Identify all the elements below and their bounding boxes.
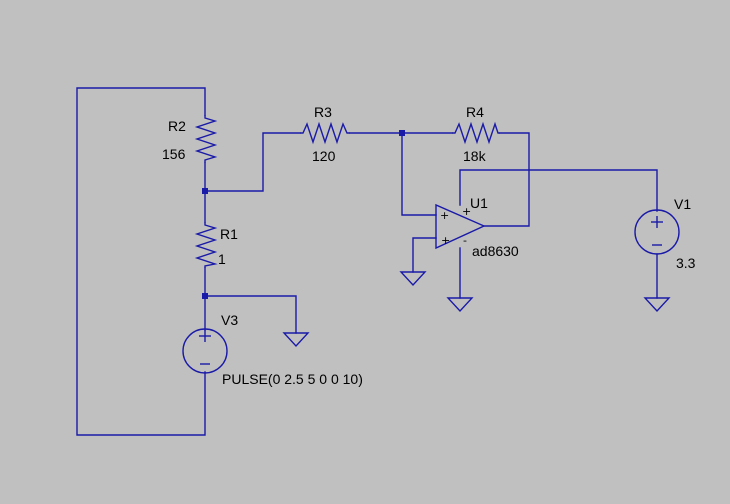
ground-icon bbox=[399, 271, 427, 287]
resistor-icon bbox=[194, 222, 218, 268]
opamp-input-plus-pin: + bbox=[440, 209, 449, 222]
junction-dot bbox=[399, 130, 405, 136]
wires bbox=[76, 87, 658, 436]
r2-value: 156 bbox=[162, 146, 186, 162]
wire-node-plusin bbox=[401, 132, 437, 216]
opamp-minus-pin: - bbox=[463, 234, 467, 247]
opamp-plus-pin: + bbox=[462, 205, 471, 218]
opamp-icon bbox=[435, 203, 486, 250]
u1-name: U1 bbox=[470, 195, 488, 211]
r3-value: 120 bbox=[312, 148, 336, 164]
wire-v3-gnd bbox=[204, 295, 297, 334]
r1-name: R1 bbox=[220, 226, 238, 242]
r1-value: 1 bbox=[218, 251, 226, 267]
opamp-u1[interactable]: + + + - U1 ad8630 bbox=[435, 195, 519, 259]
v1-value: 3.3 bbox=[676, 255, 696, 271]
v3-value: PULSE(0 2.5 5 0 0 10) bbox=[222, 371, 363, 387]
ground-icon bbox=[446, 297, 474, 313]
r3-name: R3 bbox=[314, 104, 332, 120]
junctions bbox=[202, 130, 405, 299]
r4-name: R4 bbox=[466, 104, 484, 120]
wire-r4-out bbox=[483, 132, 530, 227]
voltage-source-icon bbox=[634, 209, 680, 255]
r2-name: R2 bbox=[168, 118, 186, 134]
resistor-r3[interactable]: R3 120 bbox=[300, 104, 350, 164]
voltage-source-icon bbox=[182, 328, 228, 374]
v1-name: V1 bbox=[674, 196, 691, 212]
grounds bbox=[282, 271, 671, 348]
wire-minusin-gnd bbox=[412, 237, 437, 273]
opamp-input-plus-pin-lower: + bbox=[441, 234, 450, 247]
resistor-icon bbox=[452, 121, 500, 145]
resistor-r4[interactable]: R4 18k bbox=[452, 104, 500, 164]
ground-icon bbox=[282, 332, 310, 348]
resistor-icon bbox=[194, 115, 218, 163]
v3-name: V3 bbox=[221, 312, 238, 328]
u1-value: ad8630 bbox=[472, 243, 519, 259]
voltage-source-v1[interactable]: V1 3.3 bbox=[634, 196, 696, 271]
wire-loop bbox=[76, 87, 206, 436]
voltage-source-v3[interactable]: V3 PULSE(0 2.5 5 0 0 10) bbox=[182, 312, 363, 387]
resistor-r1[interactable]: R1 1 bbox=[194, 222, 238, 268]
junction-dot bbox=[202, 293, 208, 299]
junction-dot bbox=[202, 188, 208, 194]
wire-node-r3 bbox=[204, 132, 301, 192]
ground-icon bbox=[643, 297, 671, 313]
wire-supply-v1 bbox=[459, 169, 658, 212]
resistor-r2[interactable]: R2 156 bbox=[162, 115, 218, 163]
r4-value: 18k bbox=[463, 148, 487, 164]
resistor-icon bbox=[300, 121, 350, 145]
